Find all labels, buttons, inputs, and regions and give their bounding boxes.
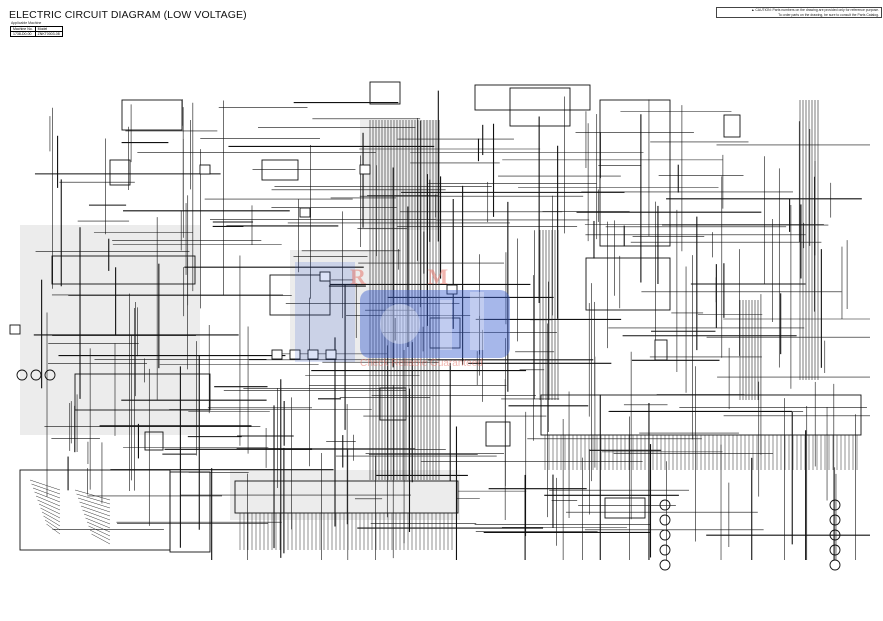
relay-symbol bbox=[325, 349, 337, 360]
component-box bbox=[169, 471, 211, 553]
wire bbox=[29, 479, 61, 491]
shaded-region bbox=[290, 250, 390, 360]
wire bbox=[85, 517, 111, 529]
wire bbox=[77, 497, 111, 509]
lamp-symbol bbox=[44, 369, 56, 381]
caution-line: To order parts on the drawing, be sure t… bbox=[778, 12, 879, 17]
lamp-symbol bbox=[659, 499, 671, 511]
component-box bbox=[509, 87, 571, 127]
wire bbox=[41, 511, 61, 523]
lamp-symbol bbox=[659, 544, 671, 556]
wire bbox=[86, 521, 111, 533]
relay-symbol bbox=[307, 349, 319, 360]
wire bbox=[89, 529, 111, 541]
table-cell: 1738-D0-00 bbox=[10, 31, 36, 37]
relay-symbol bbox=[289, 349, 301, 360]
relay-symbol bbox=[446, 284, 458, 295]
component-box bbox=[585, 257, 671, 311]
wire bbox=[32, 487, 61, 499]
wire bbox=[31, 483, 61, 495]
wire bbox=[79, 501, 111, 513]
table-row: 1738-D0-00 ZNKT0003-08 bbox=[10, 31, 63, 37]
lamp-symbol bbox=[829, 544, 841, 556]
relay-symbol bbox=[319, 271, 331, 282]
lamp-symbol bbox=[829, 499, 841, 511]
relay-symbol bbox=[359, 164, 371, 175]
applicable-machine-label: Applicable Machine bbox=[11, 21, 42, 25]
component-box bbox=[369, 81, 401, 105]
machine-table: Machine No. Model 1738-D0-00 ZNKT0003-08 bbox=[10, 26, 63, 37]
component-box bbox=[109, 159, 131, 186]
component-box bbox=[74, 373, 211, 411]
wire bbox=[44, 519, 61, 531]
component-box bbox=[474, 84, 591, 111]
lamp-symbol bbox=[30, 369, 42, 381]
component-box bbox=[261, 159, 299, 181]
component-box bbox=[234, 480, 459, 514]
wire bbox=[38, 503, 61, 515]
relay-symbol bbox=[9, 324, 21, 335]
wire bbox=[80, 505, 111, 517]
lamp-symbol bbox=[659, 514, 671, 526]
lamp-symbol bbox=[829, 529, 841, 541]
component-box bbox=[51, 255, 196, 285]
wire bbox=[35, 495, 61, 507]
lamp-symbol bbox=[659, 529, 671, 541]
caution-line: ▲ CAUTION: Parts numbers on the drawing … bbox=[751, 8, 879, 12]
wire bbox=[76, 493, 111, 505]
wire bbox=[82, 509, 111, 521]
wire bbox=[83, 513, 111, 525]
relay-symbol bbox=[199, 164, 211, 175]
component-box bbox=[485, 421, 511, 447]
component-box bbox=[723, 114, 741, 138]
page-title: ELECTRIC CIRCUIT DIAGRAM (LOW VOLTAGE) bbox=[9, 9, 247, 21]
wire bbox=[34, 491, 61, 503]
component-box bbox=[121, 99, 183, 131]
wire bbox=[88, 525, 111, 537]
relay-symbol bbox=[271, 349, 283, 360]
lamp-symbol bbox=[659, 559, 671, 571]
wire bbox=[74, 489, 111, 501]
wire bbox=[40, 507, 61, 519]
component-box bbox=[604, 497, 646, 519]
relay-symbol bbox=[299, 207, 311, 218]
lamp-symbol bbox=[829, 514, 841, 526]
component-box bbox=[599, 99, 671, 247]
lamp-symbol bbox=[16, 369, 28, 381]
wire bbox=[91, 533, 111, 545]
caution-note: ▲ CAUTION: Parts numbers on the drawing … bbox=[716, 7, 882, 19]
table-cell: ZNKT0003-08 bbox=[34, 31, 63, 37]
wire bbox=[37, 499, 61, 511]
component-box bbox=[429, 317, 461, 349]
component-box bbox=[19, 469, 171, 551]
component-box bbox=[144, 431, 164, 451]
lamp-symbol bbox=[829, 559, 841, 571]
header-cell: Machine No. bbox=[10, 26, 36, 32]
wire bbox=[46, 523, 61, 535]
wire bbox=[43, 515, 61, 527]
